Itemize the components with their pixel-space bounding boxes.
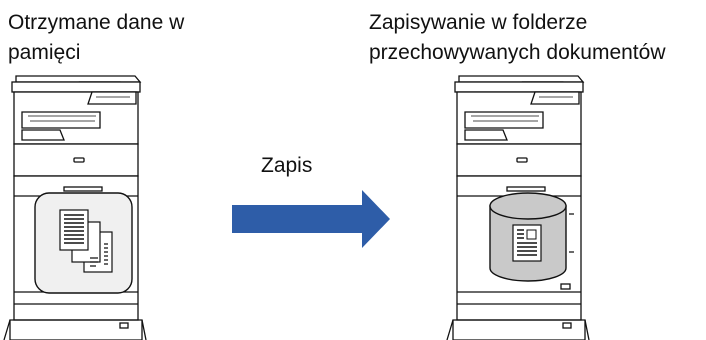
source-caption: Otrzymane dane w pamięci xyxy=(8,8,184,68)
destination-caption-line-1: Zapisywanie w folderze xyxy=(369,11,588,34)
documents-icon xyxy=(59,209,113,273)
arrow-right-icon xyxy=(232,190,390,248)
stored-document-icon xyxy=(512,224,542,262)
source-caption-line-2: pamięci xyxy=(8,41,81,64)
destination-caption: Zapisywanie w folderze przechowywanych d… xyxy=(369,8,665,68)
destination-caption-line-2: przechowywanych dokumentów xyxy=(369,41,666,64)
action-caption: Zapis xyxy=(261,154,313,177)
source-caption-line-1: Otrzymane dane w xyxy=(8,11,185,34)
